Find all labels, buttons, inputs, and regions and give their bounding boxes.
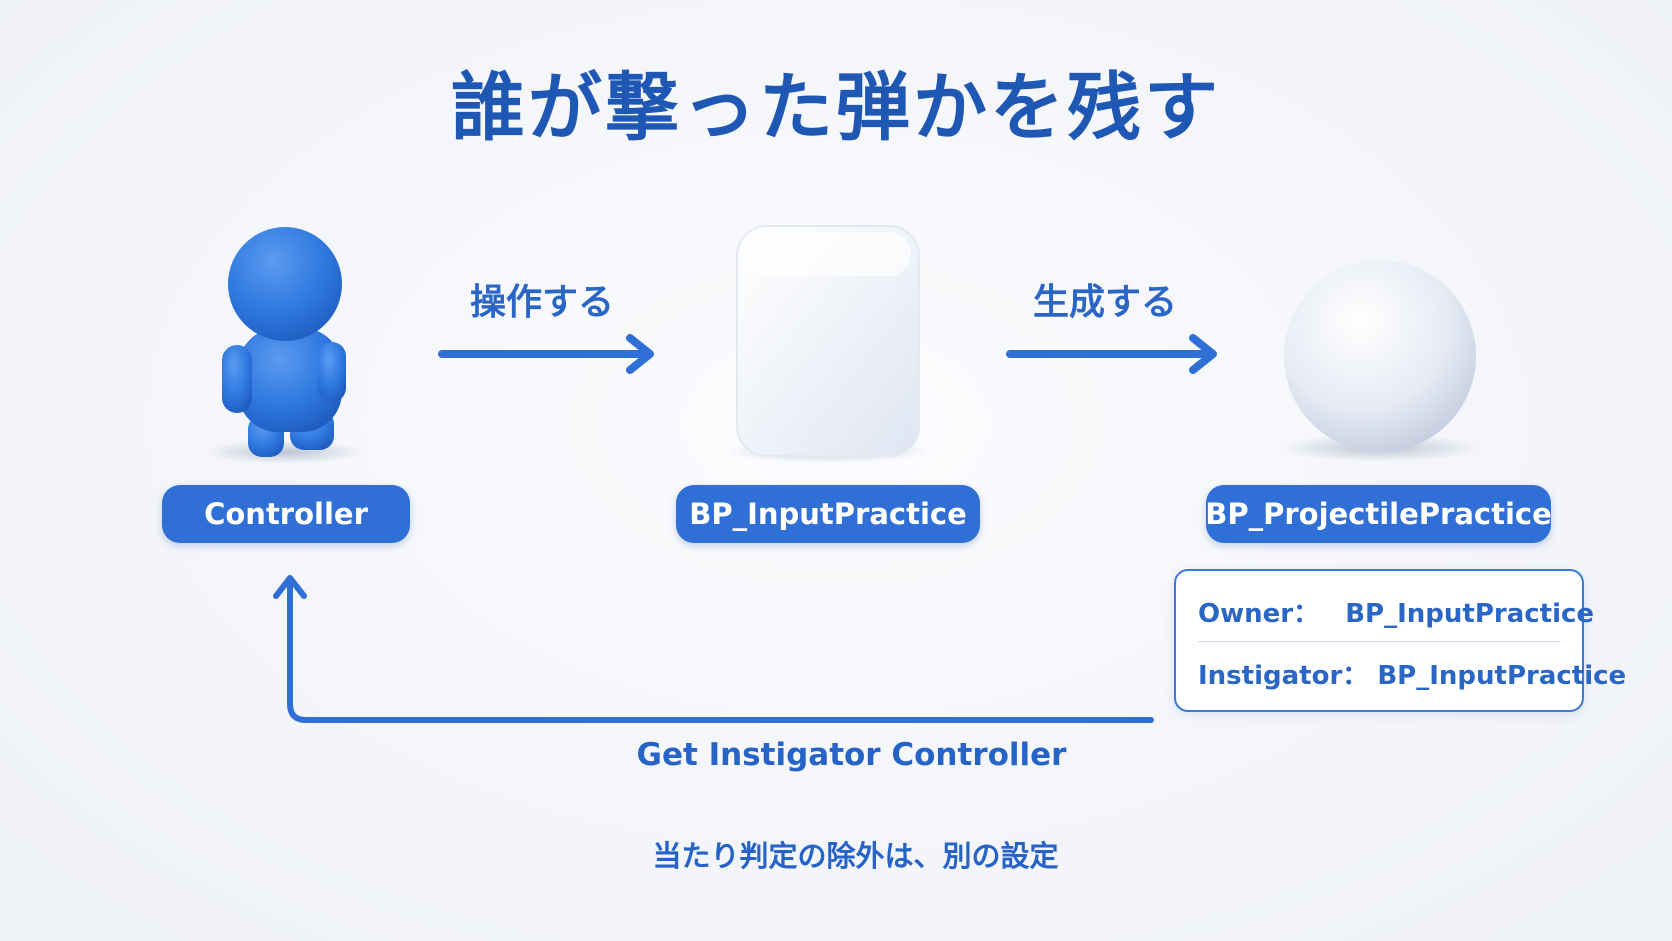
owner-value: BP_InputPractice [1345, 599, 1595, 629]
return-caption: Get Instigator Controller [636, 737, 1067, 773]
instigator-key: Instigator： [1198, 661, 1369, 691]
info-divider [1198, 641, 1560, 642]
white-sphere-icon [1280, 260, 1480, 462]
white-box-icon [728, 225, 928, 463]
instigator-row: Instigator： BP_InputPractice [1198, 655, 1626, 692]
spawn-label: 生成する [1032, 282, 1177, 323]
owner-row: Owner： BP_InputPractice [1198, 593, 1594, 630]
instigator-value: BP_InputPractice [1377, 661, 1627, 691]
operate-label: 操作する [469, 282, 614, 323]
controller-label: Controller [162, 485, 410, 543]
projectile-practice-label: BP_ProjectilePractice [1205, 485, 1552, 543]
page-title: 誰が撃った弾かを残す [451, 65, 1221, 151]
return-arrow [273, 575, 1154, 723]
operate-arrow [438, 334, 654, 374]
spawn-arrow [1006, 334, 1217, 374]
owner-key: Owner： [1198, 599, 1320, 629]
input-practice-label: BP_InputPractice [676, 485, 980, 543]
projectile-info-box: Owner： BP_InputPractice Instigator： BP_I… [1174, 569, 1626, 712]
blue-figure-icon [205, 227, 365, 464]
footnote: 当たり判定の除外は、別の設定 [652, 839, 1059, 873]
